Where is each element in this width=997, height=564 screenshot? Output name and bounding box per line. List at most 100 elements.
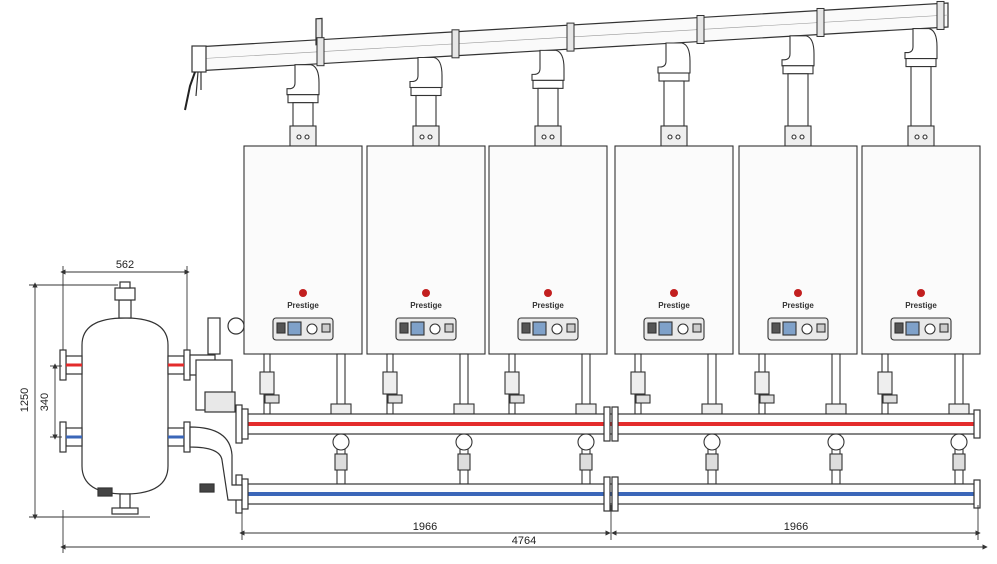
nav-keypad-icon	[551, 323, 563, 335]
flue-riser	[663, 80, 685, 127]
flue-adapter	[784, 125, 812, 147]
flue-riser	[910, 66, 932, 127]
valve-handle	[264, 394, 280, 404]
flue-adapter	[907, 125, 935, 147]
flue-adapter	[289, 125, 317, 147]
check-valve	[705, 453, 719, 471]
return-valve	[701, 403, 723, 415]
return-valve	[575, 403, 597, 415]
test-port-icon	[549, 134, 555, 140]
return-valve	[825, 403, 847, 415]
flue-collar	[905, 58, 937, 68]
flue-collar	[658, 72, 690, 82]
boiler-brand-label: Prestige	[532, 301, 564, 310]
flue-joint	[816, 7, 825, 37]
return-valve	[453, 403, 475, 415]
nav-keypad-icon	[924, 323, 936, 335]
test-port-icon	[667, 134, 673, 140]
test-port-icon	[419, 134, 425, 140]
flue-elbow	[286, 64, 320, 96]
flue-collar	[410, 86, 442, 97]
flue-riser	[787, 73, 809, 127]
prestige-logo-icon	[794, 289, 802, 297]
boiler-unit: Prestige	[488, 49, 608, 485]
flue-joint	[566, 22, 575, 52]
power-button-icon	[276, 322, 286, 334]
menu-button-icon	[321, 323, 331, 333]
check-valve	[829, 453, 843, 471]
flue-end-cap	[184, 45, 207, 111]
boiler-brand-label: Prestige	[905, 301, 937, 310]
test-port-icon	[922, 134, 928, 140]
display-screen	[532, 321, 547, 336]
power-button-icon	[894, 322, 904, 334]
flue-elbow	[781, 35, 815, 67]
flue-joint	[316, 37, 325, 67]
boiler-unit: Prestige	[738, 35, 858, 485]
menu-button-icon	[939, 323, 949, 333]
prestige-logo-icon	[917, 289, 925, 297]
flue-elbow	[657, 42, 691, 74]
menu-button-icon	[692, 323, 702, 333]
test-port-icon	[296, 134, 302, 140]
isolation-valve	[877, 371, 893, 395]
dim-manifold-section-1: 1966	[413, 521, 437, 533]
dim-separator-height: 1250	[19, 388, 31, 412]
prestige-logo-icon	[422, 289, 430, 297]
display-screen	[658, 321, 673, 336]
nav-keypad-icon	[677, 323, 689, 335]
check-valve	[457, 453, 471, 471]
flue-riser	[537, 87, 559, 127]
flue-collar	[532, 79, 564, 89]
power-button-icon	[521, 322, 531, 334]
test-port-icon	[541, 134, 547, 140]
separator-connections	[189, 317, 245, 501]
test-port-icon	[675, 134, 681, 140]
check-valve	[952, 453, 966, 471]
circulator-pump-icon	[577, 433, 595, 451]
isolation-valve	[259, 371, 275, 395]
flue-joint	[696, 14, 705, 44]
test-port-icon	[304, 134, 310, 140]
flue-joint	[936, 0, 945, 30]
power-button-icon	[771, 322, 781, 334]
boiler-brand-label: Prestige	[287, 301, 319, 310]
valve-handle	[387, 394, 403, 404]
flue-elbow	[904, 28, 938, 60]
dim-separator-width: 562	[116, 259, 134, 271]
nav-keypad-icon	[306, 323, 318, 335]
display-screen	[905, 321, 920, 336]
flue-pipe-joints	[316, 0, 945, 67]
display-screen	[782, 321, 797, 336]
test-port-icon	[791, 134, 797, 140]
circulator-pump-icon	[455, 433, 473, 451]
isolation-valve	[504, 371, 520, 395]
nav-keypad-icon	[801, 323, 813, 335]
dimension-labels: 562 1250 340 1966 1966 4764	[19, 259, 808, 547]
menu-button-icon	[816, 323, 826, 333]
flue-collar	[782, 65, 814, 75]
boiler-row: Prestige Prestige Prestige Prestige Prestige…	[243, 28, 981, 485]
circulator-pump-icon	[827, 433, 845, 451]
valve-handle	[759, 394, 775, 404]
isolation-valve	[630, 371, 646, 395]
power-button-icon	[647, 322, 657, 334]
flue-elbow	[409, 56, 443, 89]
boiler-unit: Prestige	[614, 42, 734, 485]
return-valve	[330, 403, 352, 415]
boiler-brand-label: Prestige	[782, 301, 814, 310]
hydraulic-separator	[59, 281, 191, 515]
return-valve	[948, 403, 970, 415]
prestige-logo-icon	[299, 289, 307, 297]
boiler-brand-label: Prestige	[658, 301, 690, 310]
flue-adapter	[412, 125, 440, 147]
test-port-icon	[914, 134, 920, 140]
valve-handle	[509, 394, 525, 404]
menu-button-icon	[444, 323, 454, 333]
flue-riser	[292, 102, 314, 127]
dim-manifold-section-2: 1966	[784, 521, 808, 533]
check-valve	[579, 453, 593, 471]
power-button-icon	[399, 322, 409, 334]
